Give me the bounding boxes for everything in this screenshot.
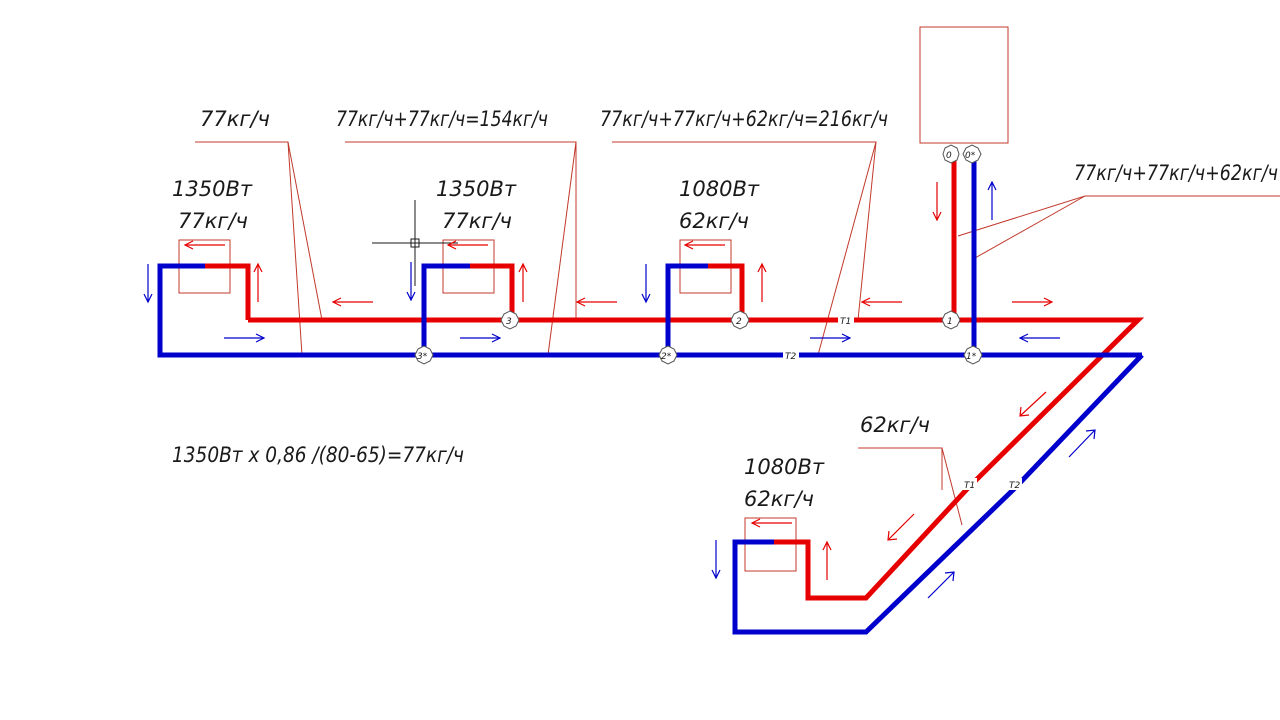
radiator-3-power: 1080Вт [679, 177, 760, 201]
arrow-down-icon [932, 182, 942, 222]
svg-text:1: 1 [947, 317, 953, 327]
arrow-left-icon [750, 518, 792, 528]
arrow-right-icon [810, 333, 852, 343]
node-3-return: 3* [414, 345, 434, 365]
arrow-down-left-icon [887, 513, 915, 541]
arrow-left-icon [860, 297, 902, 307]
flow-arrows [143, 180, 1096, 599]
arrow-up-icon [822, 540, 832, 580]
arrow-left-icon [575, 297, 617, 307]
return-pipes [157, 150, 1144, 635]
node-markers: 0 0* 1 1* 2 2* 3 3* [414, 144, 983, 365]
node-0: 0 [942, 144, 960, 164]
arrow-left-icon [1018, 333, 1060, 343]
flow-label-riser: 77кг/ч+77кг/ч+62кг/ч [1074, 161, 1278, 185]
radiator-3-flow: 62кг/ч [679, 209, 749, 233]
supply-pipes [205, 150, 1145, 601]
flow-label-section-2: 77кг/ч+77кг/ч=154кг/ч [336, 107, 548, 131]
svg-text:3*: 3* [417, 352, 428, 362]
pipe-mark-t1-diagonal: T1 [964, 481, 975, 491]
arrow-down-icon [711, 540, 721, 580]
node-2-return: 2* [658, 345, 678, 365]
flow-formula: 1350Вт х 0,86 /(80-65)=77кг/ч [172, 443, 464, 467]
pipe-mark-t2-diagonal: T2 [1009, 481, 1020, 491]
arrow-left-icon [183, 240, 225, 250]
arrow-left-icon [446, 240, 488, 250]
pipe-mark-t1: T1 [840, 317, 851, 327]
svg-text:2*: 2* [661, 352, 672, 362]
radiator-2-power: 1350Вт [436, 177, 517, 201]
arrow-up-icon [253, 262, 263, 302]
node-1: 1 [941, 310, 961, 330]
node-0-return: 0* [962, 144, 982, 164]
flow-label-section-1: 77кг/ч+77кг/ч+62кг/ч=216кг/ч [600, 107, 888, 131]
svg-text:2: 2 [736, 317, 742, 327]
arrow-right-icon [224, 333, 266, 343]
arrow-up-icon [518, 262, 528, 302]
crosshair-cursor-icon [372, 200, 458, 286]
flow-label-section-3: 77кг/ч [200, 107, 270, 131]
arrow-right-icon [460, 333, 502, 343]
pipe-marks: T1 T2 T1 T2 [783, 314, 1022, 491]
radiator-1-power: 1350Вт [172, 177, 253, 201]
arrow-left-icon [331, 297, 373, 307]
radiator-2-flow: 77кг/ч [442, 209, 512, 233]
node-2: 2 [730, 310, 750, 330]
svg-text:0*: 0* [965, 151, 976, 161]
arrow-right-icon [1012, 297, 1054, 307]
arrow-left-icon [683, 240, 725, 250]
node-1-return: 1* [963, 345, 983, 365]
arrow-up-right-icon [1068, 429, 1096, 458]
node-3: 3 [500, 310, 520, 330]
arrow-up-right-icon [927, 571, 955, 599]
arrow-down-icon [406, 262, 416, 302]
radiator-1-flow: 77кг/ч [178, 209, 248, 233]
arrow-up-icon [757, 262, 767, 302]
radiator-4-power: 1080Вт [744, 455, 825, 479]
radiator-4-flow: 62кг/ч [744, 487, 814, 511]
svg-text:1*: 1* [966, 352, 977, 362]
arrow-down-left-icon [1019, 391, 1047, 417]
boiler [919, 26, 1009, 144]
svg-text:0: 0 [946, 151, 952, 161]
svg-text:3: 3 [506, 317, 512, 327]
pipe-mark-t2: T2 [785, 352, 796, 362]
arrow-down-icon [641, 264, 651, 304]
arrow-down-icon [143, 264, 153, 304]
flow-label-branch: 62кг/ч [860, 413, 930, 437]
arrow-up-icon [987, 180, 997, 220]
